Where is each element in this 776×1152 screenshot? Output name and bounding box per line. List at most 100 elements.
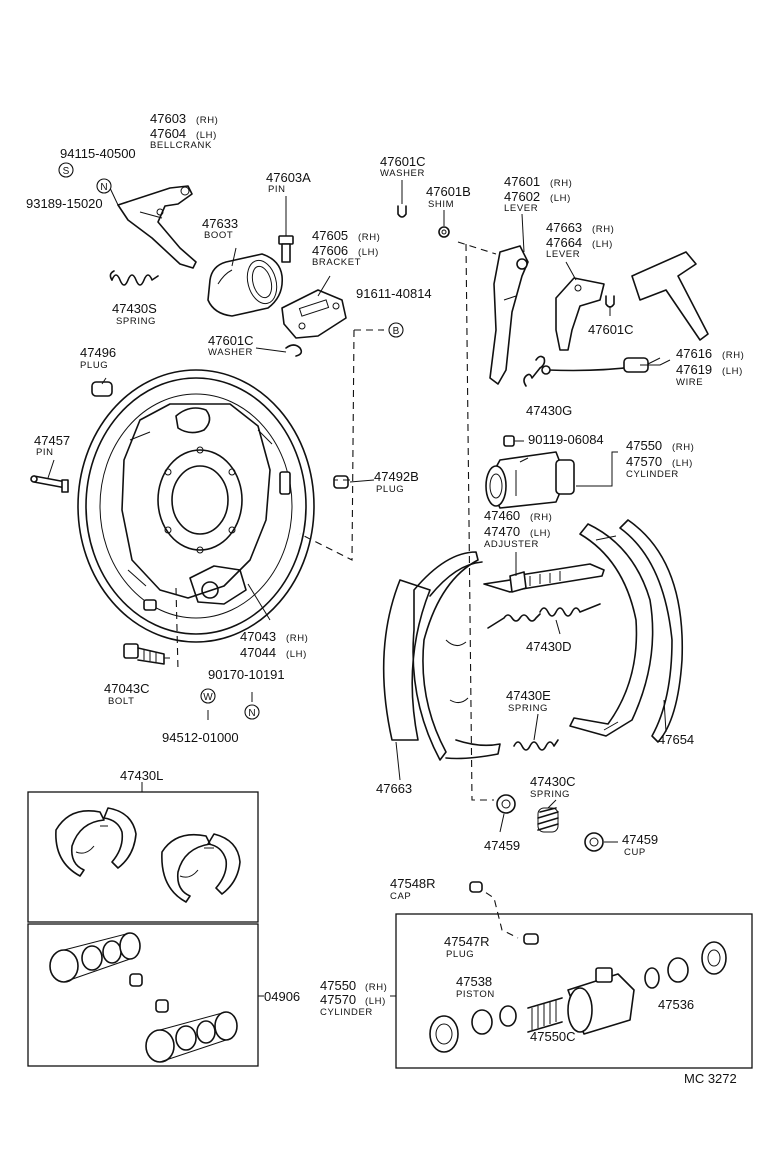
label-47663-shoe: 47663 (376, 781, 412, 796)
svg-text:CYLINDER: CYLINDER (626, 469, 679, 480)
washer-47601C-mid (285, 344, 303, 357)
bolt-47043C (123, 643, 165, 665)
symbol-S: S (58, 162, 74, 178)
svg-text:(RH): (RH) (550, 178, 572, 189)
label-47460: 47460 (484, 508, 520, 523)
svg-text:PLUG: PLUG (80, 360, 108, 371)
svg-text:SPRING: SPRING (530, 789, 570, 800)
label-47430C: 47430C (530, 774, 576, 789)
label-47603A: 47603A (266, 170, 311, 185)
label-04906: 04906 (264, 989, 300, 1004)
svg-text:CAP: CAP (390, 891, 411, 902)
label-90119: 90119-06084 (528, 432, 604, 447)
svg-text:(RH): (RH) (530, 512, 552, 523)
symbol-B: B (388, 322, 404, 338)
label-47601B: 47601B (426, 184, 471, 199)
label-47616: 47616 (676, 346, 712, 361)
svg-text:BOOT: BOOT (204, 230, 233, 241)
symbol-N-bottom: N (244, 704, 260, 720)
svg-text:(RH): (RH) (286, 633, 308, 644)
cup-47459-b (584, 832, 604, 852)
label-93189: 93189-15020 (26, 196, 103, 211)
svg-text:(LH): (LH) (592, 239, 613, 250)
label-47459-a: 47459 (484, 838, 520, 853)
label-47538: 47538 (456, 974, 492, 989)
svg-text:(LH): (LH) (550, 193, 571, 204)
boot-47633 (207, 253, 284, 317)
label-47496: 47496 (80, 345, 116, 360)
svg-text:BRACKET: BRACKET (312, 257, 361, 268)
label-47470: 47470 (484, 524, 520, 539)
label-47570-bot: 47570 (320, 992, 356, 1007)
label-47550C: 47550C (530, 1029, 576, 1044)
spring-47430E (513, 739, 559, 751)
label-47548R: 47548R (390, 876, 436, 891)
kit-box-47430L (27, 782, 259, 923)
plug-47492B (333, 475, 349, 489)
pin-47603A (278, 196, 294, 263)
label-47619: 47619 (676, 362, 712, 377)
label-47570-top: 47570 (626, 454, 662, 469)
svg-text:W: W (203, 692, 213, 703)
svg-text:PLUG: PLUG (376, 484, 404, 495)
label-47663: 47663 (546, 220, 582, 235)
svg-text:(LH): (LH) (722, 366, 743, 377)
part-labels: 47603 (RH) 47604 (LH) BELLCRANK 94115-40… (26, 111, 744, 1086)
label-47547R: 47547R (444, 934, 490, 949)
pin-47457 (30, 475, 69, 493)
shim-47601B (438, 226, 450, 238)
symbol-N-top: N (96, 178, 112, 194)
label-47044: 47044 (240, 645, 276, 660)
svg-text:(LH): (LH) (286, 649, 307, 660)
washer-47601C-top (397, 205, 407, 218)
label-47603: 47603 (150, 111, 186, 126)
lever-47663 (555, 277, 605, 351)
leader-lines (47, 180, 667, 843)
svg-text:N: N (100, 182, 107, 193)
label-47457: 47457 (34, 433, 70, 448)
label-47430E: 47430E (506, 688, 551, 703)
svg-text:BELLCRANK: BELLCRANK (150, 140, 212, 151)
label-47430S: 47430S (112, 301, 157, 316)
label-47605: 47605 (312, 228, 348, 243)
svg-text:S: S (63, 166, 70, 177)
adjuster-47460 (483, 563, 605, 593)
bracket-47605 (281, 289, 347, 339)
label-47536: 47536 (658, 997, 694, 1012)
label-47550-top: 47550 (626, 438, 662, 453)
label-47550-bot: 47550 (320, 978, 356, 993)
lever-47601 (489, 245, 529, 385)
label-94115: 94115-40500 (60, 146, 136, 161)
svg-text:N: N (248, 708, 255, 719)
svg-text:(RH): (RH) (722, 350, 744, 361)
svg-text:(LH): (LH) (530, 528, 551, 539)
svg-text:(LH): (LH) (365, 996, 386, 1007)
svg-text:(LH): (LH) (358, 247, 379, 258)
plug-47496 (91, 381, 113, 397)
svg-text:LEVER: LEVER (504, 203, 538, 214)
svg-text:PISTON: PISTON (456, 989, 495, 1000)
footer-code: MC 3272 (684, 1071, 737, 1086)
svg-text:LEVER: LEVER (546, 249, 580, 260)
shoe-47663 (382, 551, 501, 761)
svg-text:BOLT: BOLT (108, 696, 135, 707)
svg-text:(RH): (RH) (592, 224, 614, 235)
kit-box-04906 (27, 923, 264, 1067)
label-47601: 47601 (504, 174, 540, 189)
svg-text:(LH): (LH) (672, 458, 693, 469)
bellcrank (117, 185, 197, 269)
spring-47430G (523, 355, 546, 387)
spring-47430D (487, 603, 601, 629)
label-47604: 47604 (150, 126, 186, 141)
label-94512: 94512-01000 (162, 730, 239, 745)
cup-47459-a (496, 794, 516, 814)
label-47459-b: 47459 (622, 832, 658, 847)
shoe-47654 (569, 519, 684, 743)
label-47654: 47654 (658, 732, 694, 747)
washer-47601C-right (605, 295, 615, 308)
wire-47616 (541, 251, 709, 375)
label-47601C-right: 47601C (588, 322, 634, 337)
label-47601C-mid: 47601C (208, 333, 254, 348)
svg-text:(RH): (RH) (196, 115, 218, 126)
svg-text:WASHER: WASHER (208, 347, 253, 358)
